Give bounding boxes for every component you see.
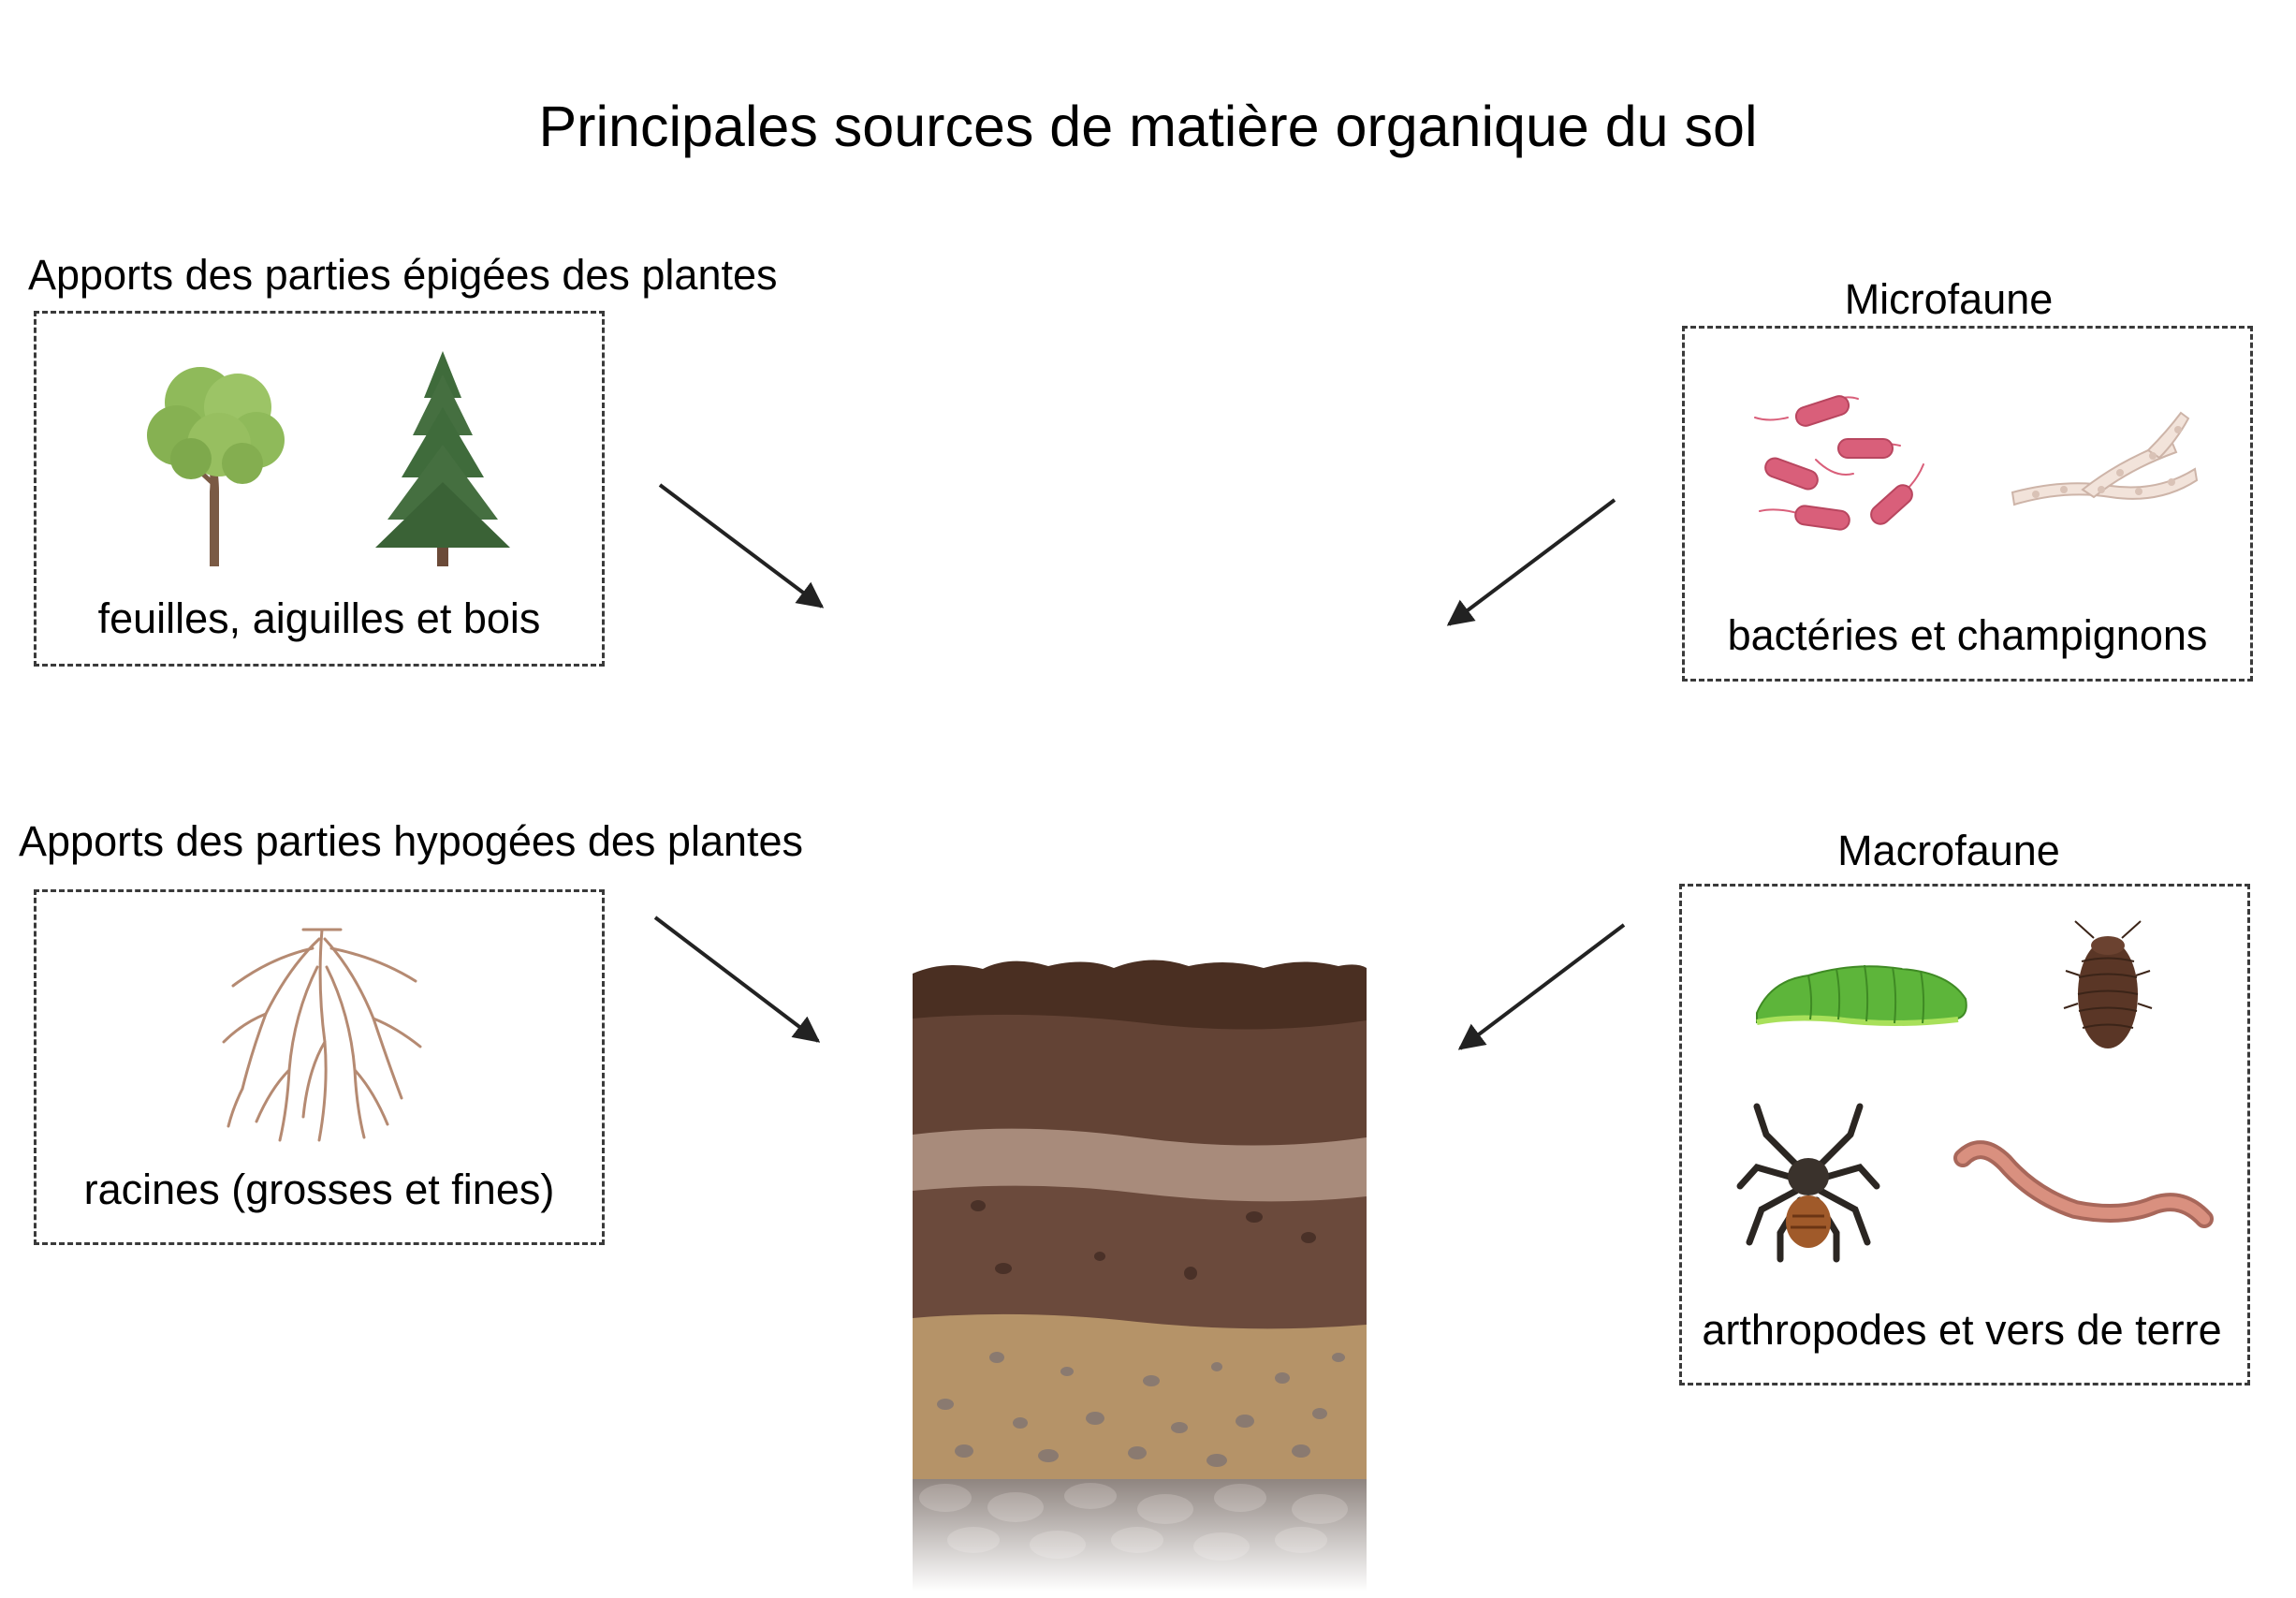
arrow-macrofauna [1457,923,1626,1050]
fungal-hyphae-icon [2011,411,2199,506]
underground-caption: racines (grosses et fines) [83,1166,555,1213]
microfauna-caption: bactéries et champignons [1727,611,2208,659]
arrow-underground [653,916,821,1043]
arrow-microfauna [1446,498,1616,626]
spider-icon [1736,1103,1880,1263]
earthworm-icon [1953,1140,2214,1228]
microfauna-box: bactéries et champignons [1682,326,2253,682]
macrofauna-box: arthropodes et vers de terre [1679,884,2250,1385]
underground-box: racines (grosses et fines) [34,889,605,1245]
bacteria-icon [1754,395,1924,531]
macrofauna-heading: Macrofaune [1837,827,2060,874]
soil-profile-icon [908,960,1371,1591]
macrofauna-caption: arthropodes et vers de terre [1702,1306,2222,1354]
diagram-title: Principales sources de matière organique… [538,95,1758,158]
woodlouse-icon [2063,920,2153,1048]
arrow-aerial [658,483,825,608]
deciduous-tree-icon [147,367,285,566]
roots-icon [222,928,422,1142]
underground-heading: Apports des parties hypogées des plantes [19,817,804,865]
microfauna-heading: Microfaune [1844,275,2054,323]
conifer-tree-icon [375,351,510,566]
aerial-box: feuilles, aiguilles et bois [34,311,605,667]
caterpillar-icon [1756,964,1967,1026]
aerial-caption: feuilles, aiguilles et bois [97,594,541,642]
aerial-heading: Apports des parties épigées des plantes [28,251,778,299]
